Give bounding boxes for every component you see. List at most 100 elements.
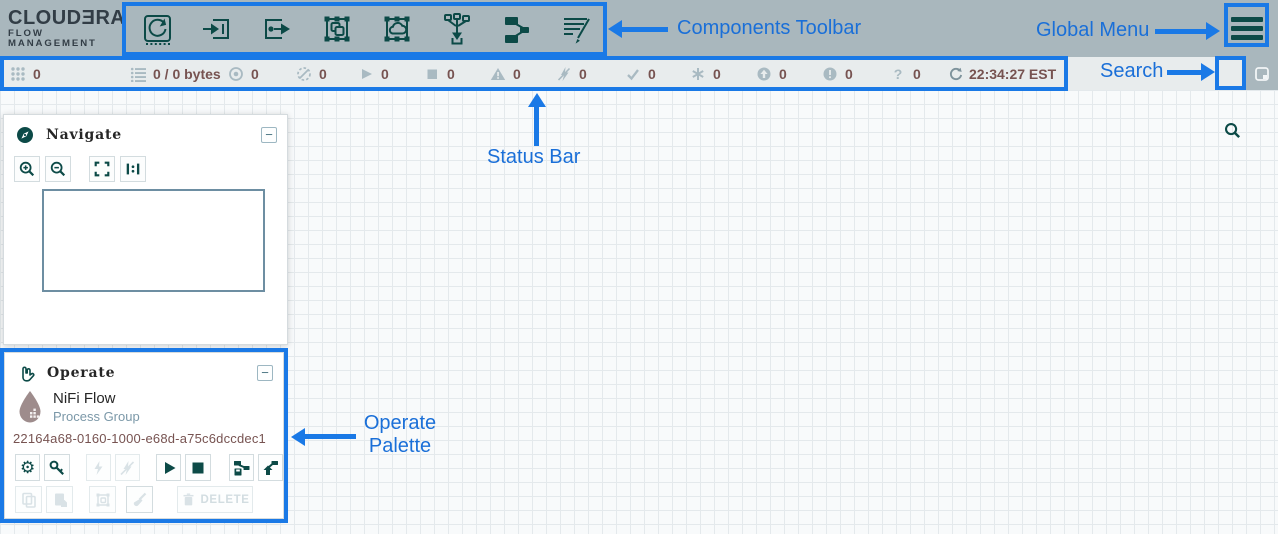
queued-status: 0 / 0 bytes (130, 66, 228, 82)
upload-template-icon (263, 460, 279, 475)
delete-label: DELETE (200, 493, 250, 506)
copy-button[interactable] (15, 486, 42, 513)
label-component[interactable] (558, 10, 596, 48)
operate-buttons-row1: ⚙ (5, 454, 283, 481)
navigate-title: Navigate (46, 127, 122, 143)
lightning-icon (94, 460, 103, 475)
start-button[interactable] (156, 454, 182, 481)
refresh-icon (949, 67, 963, 81)
one-to-one-icon (126, 163, 140, 175)
birdseye-view[interactable] (11, 188, 281, 338)
zoom-actual-size-button[interactable] (120, 156, 146, 182)
zoom-in-button[interactable] (14, 156, 40, 182)
group-icon (96, 493, 109, 506)
paintbrush-icon (133, 492, 146, 506)
active-threads-status: 0 (10, 66, 130, 82)
lightning-off-icon (120, 460, 135, 475)
compass-icon (17, 127, 33, 143)
hamburger-icon (1231, 16, 1263, 22)
remote-process-group-icon (384, 16, 410, 41)
nifi-flow-drop-icon (19, 391, 41, 423)
processor-icon (144, 14, 171, 45)
active-threads-icon (11, 66, 25, 81)
zoom-fit-icon (94, 161, 110, 177)
navigate-palette: Navigate − (3, 114, 288, 345)
funnel-icon (444, 12, 470, 44)
trash-icon (183, 493, 194, 506)
zoom-out-icon (50, 161, 66, 177)
operate-palette: Operate − NiFi Flow Process Group 22164a… (4, 352, 284, 519)
input-port-icon (203, 18, 229, 39)
gear-icon: ⚙ (20, 458, 36, 477)
stopped-icon (427, 69, 437, 79)
header-right-corner (1246, 57, 1278, 90)
paste-button[interactable] (46, 486, 73, 513)
disabled-icon (557, 66, 571, 81)
queued-icon (130, 67, 146, 82)
locally-modified-stale-icon (823, 67, 837, 80)
running-status: 0 (358, 66, 424, 82)
transmitting-status: 0 (228, 66, 296, 82)
stop-icon (192, 462, 204, 473)
status-bar: 0 0 / 0 bytes 0 0 0 (0, 57, 1278, 139)
paste-icon (54, 493, 67, 507)
zoom-fit-button[interactable] (89, 156, 115, 182)
remote-process-group-component[interactable] (378, 10, 416, 48)
stale-icon (757, 67, 771, 80)
operate-title: Operate (47, 365, 116, 381)
color-button[interactable] (126, 486, 153, 513)
output-port-component[interactable] (258, 10, 296, 48)
operate-collapse-button[interactable]: − (257, 365, 273, 381)
configure-button[interactable]: ⚙ (15, 454, 41, 481)
disabled-status: 0 (556, 66, 625, 82)
not-transmitting-status: 0 (296, 66, 358, 82)
disable-button[interactable] (114, 454, 140, 481)
locally-modified-icon (692, 67, 704, 80)
navigate-collapse-button[interactable]: − (261, 127, 277, 143)
operate-header: Operate − (5, 353, 283, 388)
template-component[interactable] (498, 10, 536, 48)
funnel-component[interactable] (438, 10, 476, 48)
app-header: CLOUDƎRA FLOW MANAGEMENT (0, 0, 1278, 57)
label-icon (564, 17, 590, 44)
selected-component[interactable]: NiFi Flow Process Group (5, 388, 283, 424)
input-port-component[interactable] (198, 10, 236, 48)
navigate-controls (4, 150, 287, 182)
global-menu-button[interactable] (1231, 12, 1263, 44)
search-button[interactable] (1220, 117, 1244, 144)
delete-button[interactable]: DELETE (177, 486, 253, 513)
access-policies-button[interactable] (44, 454, 70, 481)
search-icon (1224, 122, 1240, 139)
process-group-icon (324, 16, 350, 41)
hand-pointer-icon (22, 366, 35, 382)
group-button[interactable] (89, 486, 116, 513)
flow-name: NiFi Flow (53, 390, 116, 407)
output-port-icon (265, 18, 290, 39)
save-template-icon (234, 460, 250, 475)
flow-type: Process Group (53, 409, 140, 424)
sync-failure-status: ? 0 (890, 66, 948, 82)
create-template-button[interactable] (228, 454, 254, 481)
not-transmitting-remote-icon (297, 66, 311, 81)
upload-template-button[interactable] (257, 454, 283, 481)
note-icon (1255, 66, 1269, 81)
processor-component[interactable] (138, 10, 176, 48)
template-icon (505, 16, 529, 43)
stopped-status: 0 (424, 66, 490, 82)
stale-status: 0 (756, 66, 822, 82)
running-icon (362, 68, 372, 79)
key-icon (49, 460, 64, 475)
cloudera-logo: CLOUDƎRA FLOW MANAGEMENT (0, 7, 126, 49)
locally-modified-status: 0 (690, 66, 756, 82)
stop-button[interactable] (185, 454, 211, 481)
components-toolbar (126, 10, 596, 48)
process-group-component[interactable] (318, 10, 356, 48)
birdseye-viewport[interactable] (42, 189, 265, 292)
enable-button[interactable] (85, 454, 111, 481)
zoom-in-icon (19, 161, 35, 177)
sync-failure-icon: ? (894, 66, 903, 82)
flow-id: 22164a68-0160-1000-e68d-a75c6dccdec1 (13, 431, 266, 446)
zoom-out-button[interactable] (45, 156, 71, 182)
refresh-status[interactable]: 22:34:27 EST (948, 66, 1056, 82)
